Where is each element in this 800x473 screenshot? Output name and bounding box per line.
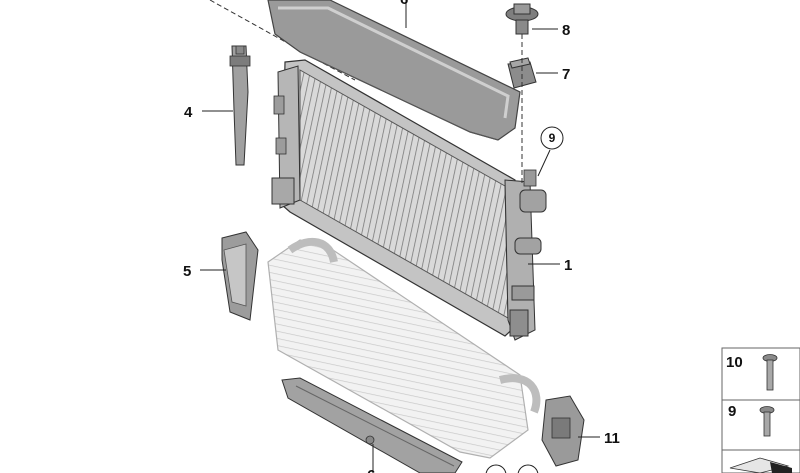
callout-9: 9 — [549, 131, 556, 145]
fastener-legend: 10 9 — [721, 347, 800, 473]
callout-5: 5 — [183, 263, 191, 280]
callout-circle-bottom-b — [517, 464, 539, 473]
callout-11: 11 — [604, 430, 620, 447]
callout-4: 4 — [184, 104, 193, 121]
radiator — [271, 59, 547, 341]
legend-item-10-label: 10 — [726, 354, 743, 371]
wedge-icon — [729, 457, 792, 473]
intercooler — [267, 238, 541, 459]
clip-9 — [523, 169, 537, 187]
callout-circle-bottom-a — [485, 464, 507, 473]
callout-6-bottom: 6 — [367, 467, 375, 473]
lower-air-duct — [281, 377, 463, 473]
screw-9-icon — [759, 406, 775, 437]
bracket-11 — [541, 395, 585, 467]
callout-8: 8 — [562, 22, 570, 39]
callout-6-top: 6 — [400, 0, 408, 8]
side-air-guide — [221, 231, 259, 321]
callout-7: 7 — [562, 66, 570, 83]
screw-10-icon — [762, 354, 778, 391]
upper-air-duct — [267, 0, 521, 141]
mount-top — [505, 3, 539, 35]
side-seal-left — [229, 45, 251, 166]
legend-item-9-label: 9 — [728, 403, 736, 420]
callout-9-circle — [540, 126, 564, 150]
leader-9 — [537, 149, 551, 177]
callout-1: 1 — [564, 257, 572, 274]
